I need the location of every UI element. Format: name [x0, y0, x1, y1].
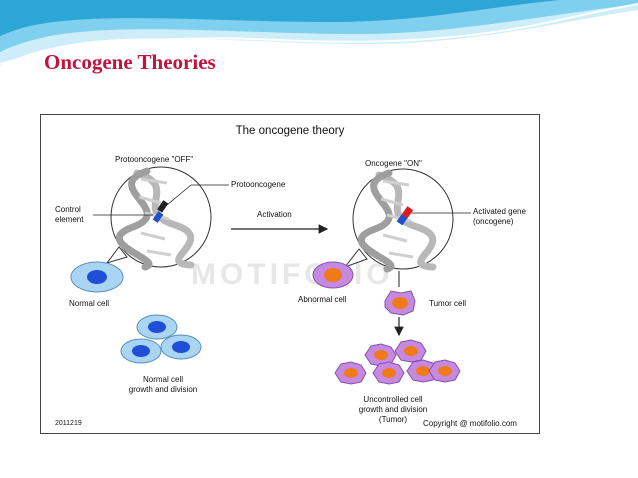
gene-segment-on — [396, 214, 408, 226]
normal-growth-label: Normal cell growth and division — [128, 375, 198, 394]
normal-cell-cluster — [120, 314, 202, 364]
diagram-artwork — [70, 166, 471, 385]
slide-title: Oncogene Theories — [44, 50, 216, 74]
activated-gene-label: Activated gene (oncogene) — [473, 207, 526, 226]
normal-cell-label: Normal cell — [69, 299, 110, 308]
oncogene-on-label: Oncogene "ON" — [365, 159, 422, 168]
oncogene-diagram: The oncogene theory MOTIFOLIO — [40, 114, 540, 434]
abnormal-cell-label: Abnormal cell — [298, 295, 347, 304]
dna-magnifier-off — [105, 166, 212, 271]
tumor-cluster — [334, 339, 461, 385]
tumor-cell — [384, 290, 416, 316]
watermark: MOTIFOLIO — [191, 258, 394, 291]
figure-title: The oncogene theory — [235, 125, 345, 137]
tumor-cell-label: Tumor cell — [429, 299, 467, 308]
header-wave-banner — [0, 0, 638, 66]
protooncogene-off-label: Protooncogene "OFF" — [115, 155, 194, 164]
copyright-label: Copyright @ motifolio.com — [423, 419, 517, 428]
abnormal-cell — [312, 261, 354, 289]
normal-cell — [70, 261, 124, 293]
dna-magnifier-on — [343, 168, 454, 273]
uncontrolled-growth-label: Uncontrolled cell growth and division (T… — [358, 395, 428, 424]
figure-id: 2011219 — [55, 420, 82, 427]
activation-label: Activation — [257, 210, 292, 219]
protooncogene-label: Protooncogene — [231, 180, 286, 189]
gene-segment-off — [152, 211, 164, 223]
control-element-label: Control element — [55, 205, 84, 224]
